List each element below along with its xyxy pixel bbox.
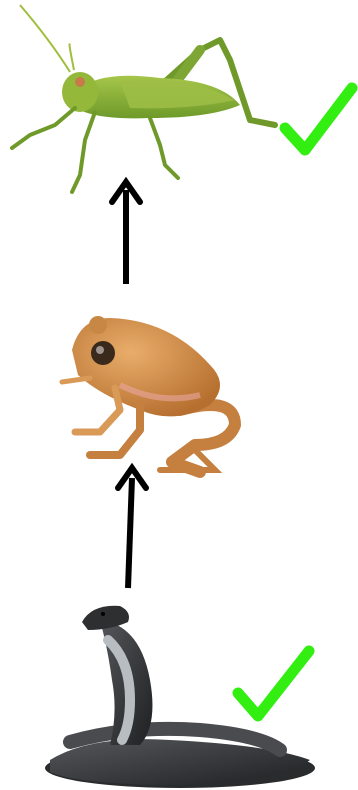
checkmark-icon bbox=[285, 88, 352, 150]
arrow-frog-to-grasshopper bbox=[112, 182, 140, 284]
grasshopper-icon bbox=[12, 5, 275, 192]
arrow-snake-to-frog bbox=[118, 468, 146, 588]
frog-icon bbox=[62, 316, 235, 472]
checkmark-icon bbox=[238, 651, 309, 716]
